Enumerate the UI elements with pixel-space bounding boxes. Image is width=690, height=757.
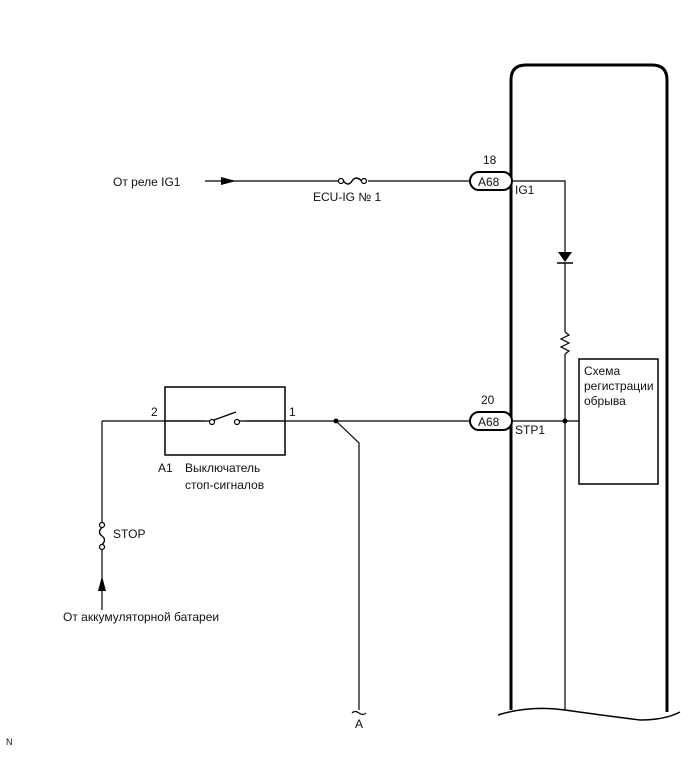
arrow-right-icon: [221, 177, 236, 185]
switch-name-line1: Выключатель: [185, 461, 260, 475]
resistor-icon: [559, 331, 571, 355]
switch-icon: [165, 410, 285, 426]
connector-bottom-pin: 20: [481, 393, 495, 407]
corner-mark: N: [6, 737, 13, 747]
switch-pin-right: 1: [289, 405, 296, 419]
connector-bottom-badge: [469, 411, 513, 431]
connector-bottom-signal: STP1: [515, 423, 545, 437]
block-line1: Схема: [584, 364, 620, 378]
block-line3: обрыва: [584, 394, 626, 408]
diode-icon: [557, 252, 573, 264]
ig1-source-label: От реле IG1: [113, 175, 181, 189]
connector-bottom-name: A68: [478, 415, 500, 429]
fuse-stop-label: STOP: [113, 527, 145, 541]
switch-id: A1: [158, 461, 173, 475]
continuation-break-icon: [351, 710, 367, 716]
switch-pin-left: 2: [151, 405, 158, 419]
branch-wire: [335, 420, 360, 710]
block-line2: регистрации: [584, 379, 654, 393]
switch-name-line2: стоп-сигналов: [185, 478, 264, 492]
ecu-outline: [509, 63, 669, 712]
continuation-label: A: [355, 717, 363, 731]
connector-top-name: A68: [478, 175, 500, 189]
arrow-up-icon: [98, 576, 106, 591]
connector-top-pin: 18: [483, 153, 497, 167]
ig1-internal-wire: [512, 180, 566, 252]
junction-dot: [562, 418, 568, 424]
connector-top-signal: IG1: [515, 183, 535, 197]
ecu-bottom-break: [497, 707, 681, 721]
battery-source-label: От аккумуляторной батареи: [63, 610, 219, 624]
fuse-stop-icon: [98, 521, 106, 551]
fuse-ecu-ig-label: ECU-IG № 1: [313, 190, 382, 204]
fuse-ecu-ig-icon: [337, 176, 368, 186]
